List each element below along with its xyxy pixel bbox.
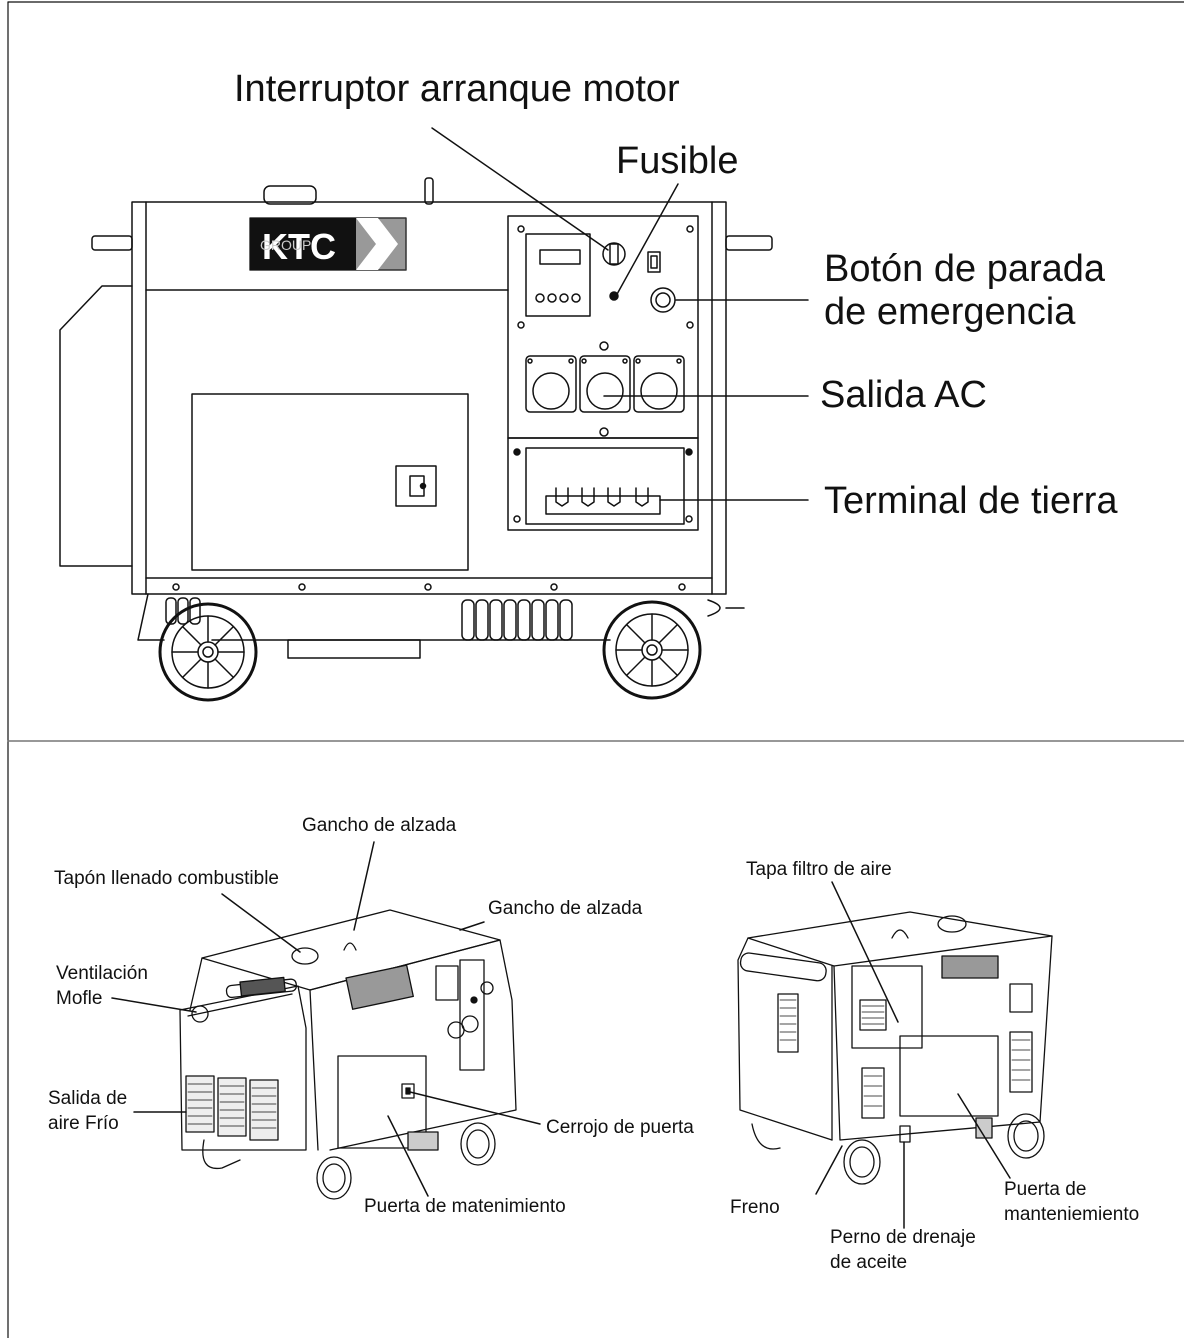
label-maintenance-door-right: Puerta de manteniemiento [1004,1179,1140,1225]
label-cold-air-outlet: Salida de aire Frío [48,1088,128,1134]
leader-door-latch [409,1091,541,1125]
label-ground-terminal: Terminal de tierra [824,480,1118,522]
leader-engine-switch [431,127,609,251]
label-fuel-cap: Tapón llenado combustible [54,868,279,889]
label-lifting-hook-top: Gancho de alzada [302,815,457,836]
label-air-filter-cover: Tapa filtro de aire [746,859,892,880]
leader-lifting-hook-top [353,841,375,931]
label-oil-drain: Perno de drenaje de aceite [830,1227,976,1273]
label-lifting-hook-right: Gancho de alzada [488,898,643,919]
leader-maintenance-door-right [957,1093,1011,1179]
label-ac-output: Salida AC [820,374,987,416]
label-door-latch: Cerrojo de puerta [546,1117,694,1138]
iso-view-front [179,909,517,1200]
logo-text: KTC [262,226,336,267]
label-engine-start-switch: Interruptor arranque motor [234,68,680,110]
label-maintenance-door: Puerta de matenimiento [364,1196,566,1217]
leader-maintenance-door [387,1115,429,1197]
leader-fuel-cap [221,893,301,953]
front-view-generator: KTC GROUP [59,177,773,702]
leader-brake [815,1145,843,1195]
label-emergency-stop: Botón de parada de emergencia [824,248,1106,333]
iso-view-rear [737,911,1053,1185]
ktc-logo: KTC GROUP [249,217,407,271]
logo-subtext: GROUP [260,237,311,253]
leader-fuse [615,183,679,297]
label-muffler-vent: Ventilación Mofle [56,963,148,1009]
leader-muffler-vent [111,997,197,1013]
leader-lifting-hook-right [459,921,485,931]
label-brake: Freno [730,1197,780,1218]
label-fuse: Fusible [616,140,739,182]
leader-air-filter [831,881,899,1023]
